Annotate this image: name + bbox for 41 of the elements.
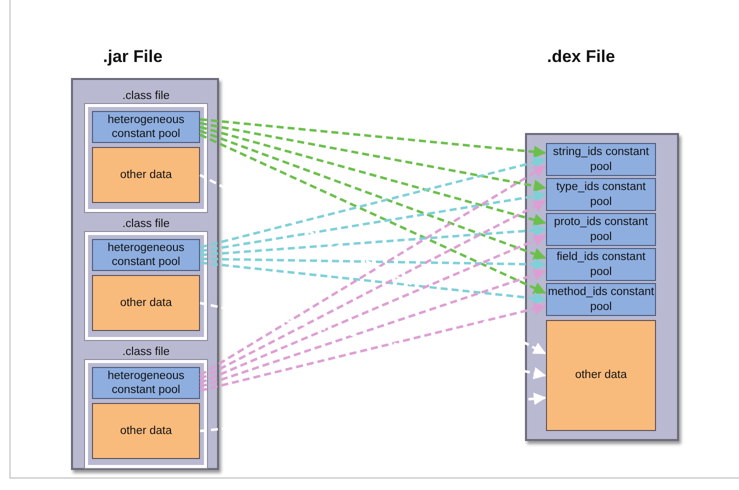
dashed-arrow [199,134,546,294]
dashed-arrow [199,200,546,380]
pool-label: method_ids constant pool [547,285,655,314]
dashed-arrow [200,190,546,252]
dashed-arrow [200,261,546,305]
dashed-arrow [200,258,546,271]
pool-label: heterogeneous constant pool [106,368,186,398]
file-heading: .dex File [547,47,616,67]
class-file-label: .class file [121,90,171,102]
constant-pool-box [92,367,200,399]
dashed-arrow [200,268,546,388]
data-label: other data [120,424,172,438]
dashed-arrow [200,130,546,260]
pool-label: string_ids constant pool [552,145,650,174]
constant-pool-box [92,111,200,143]
dashed-arrow [200,122,546,192]
data-label: other data [575,368,627,383]
data-label: other data [120,168,172,182]
data-label: other data [120,296,172,310]
constant-pool-box [546,178,656,211]
data-box [92,275,200,331]
pool-label: field_ids constant pool [556,250,646,279]
pool-label: type_ids constant pool [555,180,647,209]
dashed-arrow [200,224,546,256]
constant-pool-box [546,248,656,281]
file-heading: .jar File [103,47,163,67]
class-file-label: .class file [121,346,171,358]
constant-pool-box [546,143,656,176]
dashed-arrow [200,126,546,226]
pool-label: heterogeneous constant pool [106,240,186,270]
dashed-arrow [200,234,546,384]
dashed-arrow [200,156,546,249]
data-box [92,403,200,459]
pool-label: proto_ids constant pool [553,215,649,244]
data-box [546,320,656,431]
data-box [92,147,200,203]
pool-label: heterogeneous constant pool [106,112,186,142]
constant-pool-box [92,239,200,271]
constant-pool-box [546,213,656,246]
dashed-arrow [200,118,546,158]
class-file-label: .class file [121,218,171,230]
